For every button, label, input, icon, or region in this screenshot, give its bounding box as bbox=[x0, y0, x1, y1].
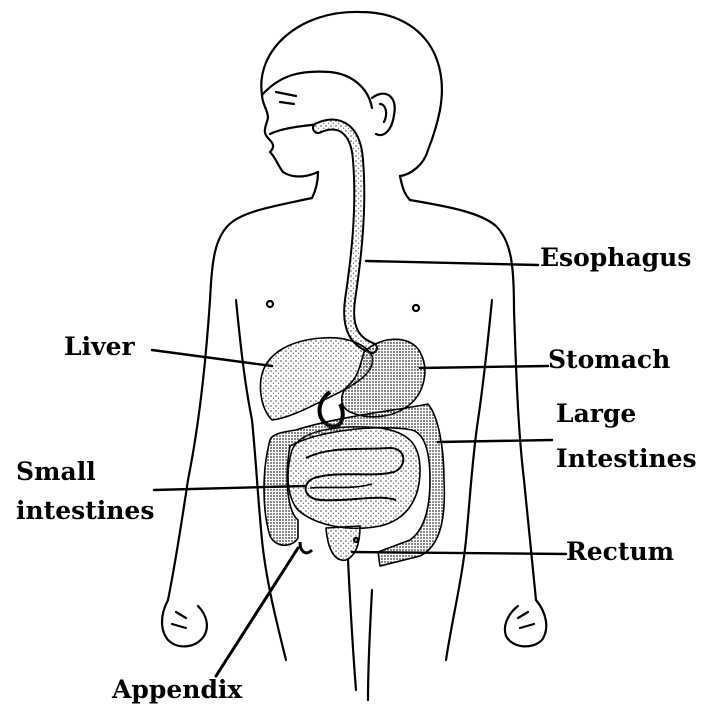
left-hand bbox=[162, 600, 207, 646]
right-hand bbox=[505, 600, 546, 646]
esophagus-tube bbox=[318, 125, 372, 348]
label-large-intestines-line1: Large bbox=[556, 398, 697, 429]
neck-right bbox=[400, 176, 410, 200]
small-intestine-mass bbox=[288, 427, 420, 528]
appendix-shape bbox=[300, 542, 312, 553]
leader-stomach bbox=[420, 366, 548, 368]
leg-divide bbox=[368, 590, 372, 700]
torso-right bbox=[446, 300, 492, 660]
leader-large-intestines bbox=[438, 440, 552, 442]
leader-liver bbox=[152, 350, 272, 366]
label-large-intestines-line2: Intestines bbox=[556, 443, 697, 474]
eye bbox=[280, 102, 294, 104]
ear bbox=[372, 94, 395, 135]
label-rectum: Rectum bbox=[566, 536, 674, 567]
label-stomach: Stomach bbox=[548, 344, 670, 375]
neck-left bbox=[312, 172, 318, 198]
label-large-intestines: Large Intestines bbox=[556, 398, 697, 474]
label-small-intestines-line1: Small bbox=[16, 456, 154, 487]
face-profile bbox=[262, 95, 318, 177]
label-small-intestines-line2: intestines bbox=[16, 495, 154, 526]
leg-inner bbox=[348, 560, 356, 690]
hair-line bbox=[262, 72, 372, 108]
label-appendix: Appendix bbox=[112, 674, 242, 705]
label-liver: Liver bbox=[64, 331, 135, 362]
eyebrow bbox=[276, 92, 296, 96]
rectum-shape bbox=[326, 526, 360, 560]
label-small-intestines: Small intestines bbox=[16, 456, 154, 526]
organs bbox=[260, 125, 444, 566]
label-esophagus: Esophagus bbox=[540, 242, 691, 273]
